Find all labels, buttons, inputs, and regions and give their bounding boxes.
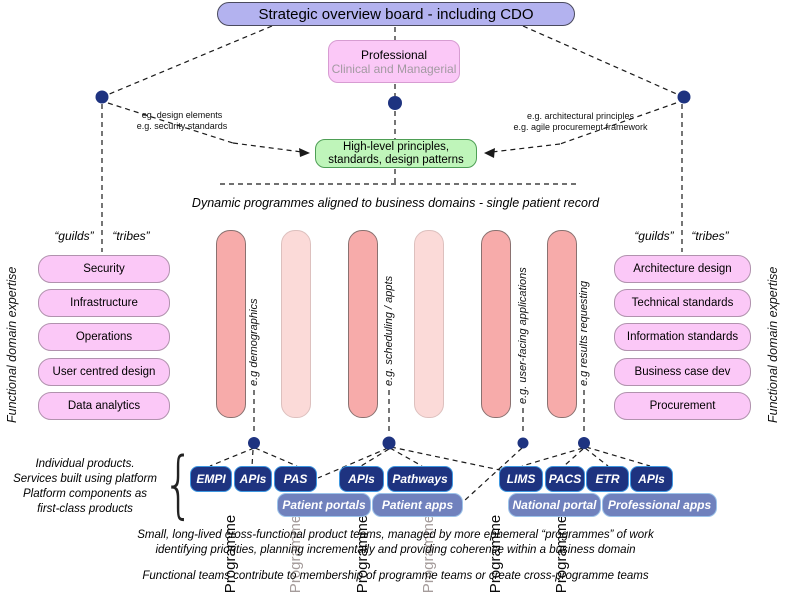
principles-line2: standards, design patterns (328, 153, 464, 166)
principles-line1: High-level principles, (342, 140, 450, 153)
right-guilds-label: “guilds” (634, 229, 674, 243)
node-dot-products-2-icon (382, 436, 396, 450)
footnote-teams-line1: Small, long-lived cross-functional produ… (137, 529, 654, 541)
guild-box-business-case-dev: Business case dev (614, 358, 751, 386)
professional-box: Professional Clinical and Managerial (328, 40, 460, 83)
guild-box-operations: Operations (38, 323, 170, 351)
product-apis-3: APIs (630, 466, 673, 492)
guild-box-infrastructure: Infrastructure (38, 289, 170, 317)
node-dot-products-4-icon (578, 437, 590, 449)
left-example-line2: e.g. security standards (136, 121, 228, 131)
node-dot-center-icon (388, 96, 402, 110)
right-axis-label: Functional domain expertise (766, 266, 780, 423)
arrowhead-right-icon (484, 148, 495, 158)
product-pas: PAS (274, 466, 317, 492)
dashed-connectors (101, 25, 683, 502)
guild-box-technical-standards: Technical standards (614, 289, 751, 317)
left-axis-label: Functional domain expertise (5, 266, 19, 423)
right-example-line2: e.g. agile procurement framework (513, 122, 648, 132)
right-example-line1: e.g. architectural principles (526, 111, 635, 121)
guild-box-user-centred-design: User centred design (38, 358, 170, 386)
professional-subtitle: Clinical and Managerial (331, 61, 457, 76)
programme-column-3: Programme (348, 230, 378, 593)
guild-box-data-analytics: Data analytics (38, 392, 170, 420)
products-caption-line2: Services built using platform (13, 473, 157, 485)
products-caption-line1: Individual products. (35, 458, 135, 470)
guild-box-procurement: Procurement (614, 392, 751, 420)
programme-column-1: Programme (216, 230, 246, 593)
programme-column-2: Programme (281, 230, 311, 593)
node-dot-products-1-icon (248, 437, 260, 449)
note-results: e.g results requesting (578, 280, 590, 386)
node-dot-right-icon (677, 90, 691, 104)
note-user-facing: e.g. user-facing applications (517, 267, 529, 404)
product-apis-2: APIs (339, 466, 384, 492)
right-tribes-label: “tribes” (691, 229, 729, 243)
right-examples-note: e.g. architectural principles e.g. agile… (503, 111, 658, 133)
product-patient-apps: Patient apps (372, 493, 463, 517)
guild-box-security: Security (38, 255, 170, 283)
products-caption: Individual products. Services built usin… (2, 457, 168, 517)
products-caption-line3: Platform components as (22, 488, 147, 500)
product-patient-portals: Patient portals (277, 493, 371, 517)
footnote-teams-line2: identifying priorities, planning increme… (155, 544, 636, 556)
guild-box-information-standards: Information standards (614, 323, 751, 351)
node-dot-products-3-icon (517, 437, 529, 449)
professional-title: Professional (360, 47, 428, 62)
brace-icon: { (163, 441, 194, 527)
products-caption-line4: first-class products (37, 503, 133, 515)
product-professional-apps: Professional apps (602, 493, 717, 517)
left-examples-note: eg. design elements e.g. security standa… (112, 110, 252, 132)
product-national-portal: National portal (508, 493, 601, 517)
domains-caption: Dynamic programmes aligned to business d… (191, 196, 600, 210)
node-dot-left-icon (95, 90, 109, 104)
programme-column-5: Programme (481, 230, 511, 593)
note-demographics: e.g demographics (248, 298, 260, 386)
left-guilds-label: “guilds” (54, 229, 94, 243)
product-pacs: PACS (545, 466, 585, 492)
product-pathways: Pathways (387, 466, 453, 492)
product-etr: ETR (586, 466, 629, 492)
left-example-line1: eg. design elements (141, 110, 223, 120)
programme-column-4: Programme (414, 230, 444, 593)
programme-column-6: Programme (547, 230, 577, 593)
strategic-board-box: Strategic overview board - including CDO (217, 2, 575, 26)
product-empi: EMPI (190, 466, 232, 492)
product-lims: LIMS (499, 466, 543, 492)
guild-box-architecture-design: Architecture design (614, 255, 751, 283)
left-tribes-label: “tribes” (112, 229, 150, 243)
footnote-functional-teams: Functional teams contribute to membershi… (142, 570, 649, 582)
node-dots (95, 90, 691, 450)
principles-box: High-level principles, standards, design… (315, 139, 477, 168)
arrowhead-left-icon (299, 148, 310, 157)
product-apis-1: APIs (234, 466, 272, 492)
note-scheduling: e.g. scheduling / appts (383, 275, 395, 386)
